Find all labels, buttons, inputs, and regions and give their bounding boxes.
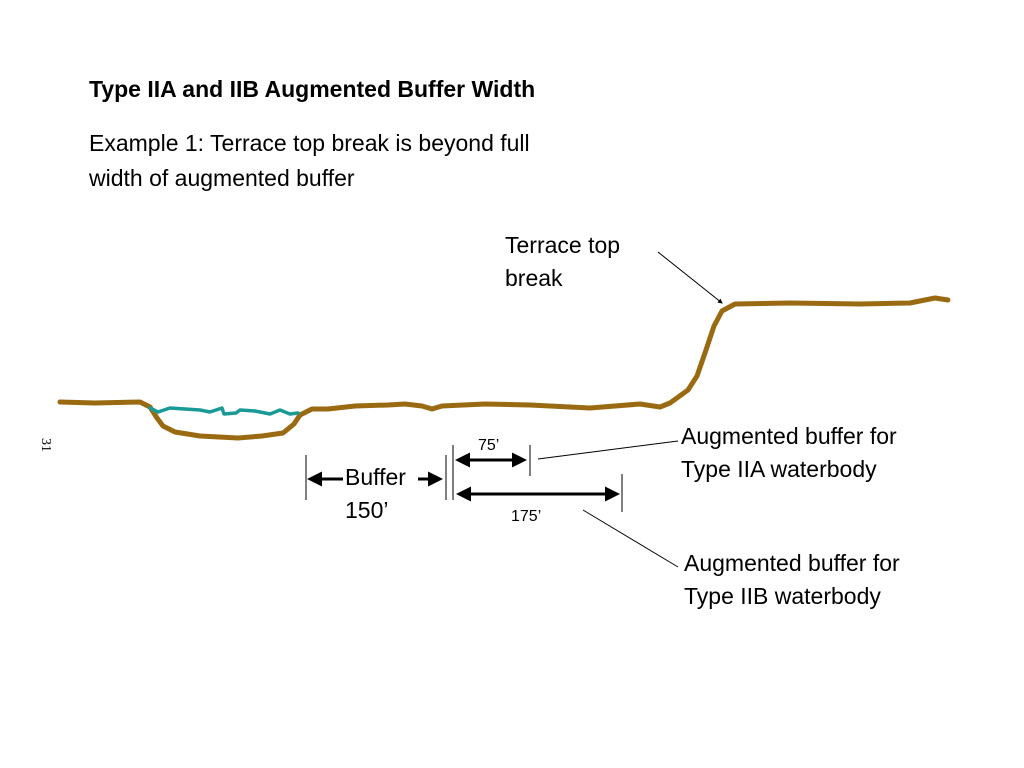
terrace-top-break-label: Terrace top break bbox=[505, 229, 620, 295]
type-iia-leader-line bbox=[537, 440, 679, 460]
type-iib-label-line-1: Augmented buffer for bbox=[684, 550, 900, 576]
example-line-2: width of augmented buffer bbox=[89, 165, 355, 191]
buffer-150-label: Buffer 150’ bbox=[345, 461, 406, 527]
ground-profile-terrace bbox=[297, 295, 951, 418]
ground-profile-left-bank bbox=[57, 399, 303, 441]
dimension-75-label: 75’ bbox=[478, 437, 500, 454]
buffer-label-line-2: 150’ bbox=[345, 497, 389, 523]
buffer-label-line-1: Buffer bbox=[345, 464, 406, 490]
terrace-label-line-2: break bbox=[505, 265, 563, 291]
type-iib-buffer-label: Augmented buffer for Type IIB waterbody bbox=[684, 547, 900, 613]
slide-title: Type IIA and IIB Augmented Buffer Width bbox=[89, 76, 536, 102]
type-iib-label-line-2: Type IIB waterbody bbox=[684, 583, 881, 609]
terrace-leader-line bbox=[657, 251, 723, 304]
example-description: Example 1: Terrace top break is beyond f… bbox=[89, 126, 530, 196]
type-iia-label-line-1: Augmented buffer for bbox=[681, 423, 897, 449]
type-iia-buffer-label: Augmented buffer for Type IIA waterbody bbox=[681, 420, 897, 486]
type-iia-label-line-2: Type IIA waterbody bbox=[681, 456, 877, 482]
type-iib-leader-line bbox=[582, 509, 679, 568]
water-surface bbox=[148, 406, 300, 416]
dimension-175-label: 175’ bbox=[511, 508, 542, 525]
terrace-label-line-1: Terrace top bbox=[505, 232, 621, 258]
example-line-1: Example 1: Terrace top break is beyond f… bbox=[89, 130, 530, 156]
